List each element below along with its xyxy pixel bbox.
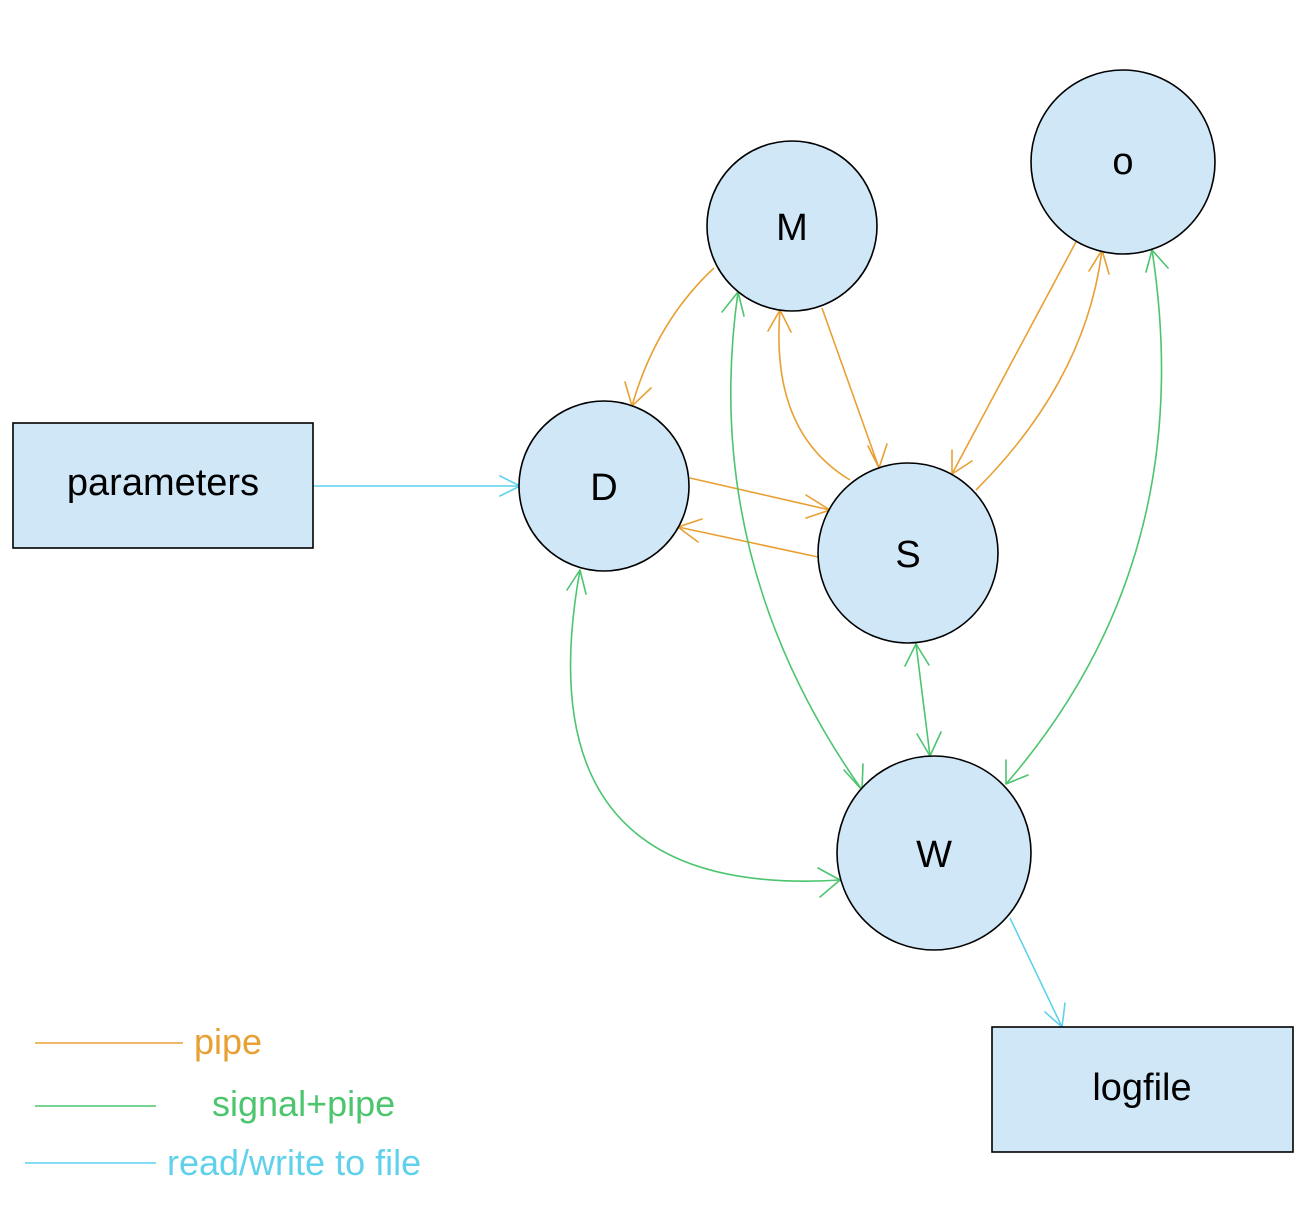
edge-d-to-s bbox=[689, 477, 831, 511]
node-m: M bbox=[706, 140, 878, 312]
node-d-label: D bbox=[590, 467, 617, 509]
edge-w-to-logfile bbox=[1009, 917, 1063, 1028]
legend: pipe signal+pipe read/write to file bbox=[25, 1021, 421, 1183]
edge-m-w bbox=[730, 291, 863, 791]
node-o: o bbox=[1030, 69, 1216, 255]
arrowhead-o-w-bottom bbox=[1005, 759, 1029, 785]
node-w: W bbox=[836, 755, 1032, 951]
arrowhead-m-w-top bbox=[721, 291, 745, 317]
legend-pipe-label: pipe bbox=[194, 1021, 262, 1062]
node-s-label: S bbox=[895, 534, 920, 576]
edge-s-to-o bbox=[975, 249, 1103, 491]
edge-m-to-s bbox=[821, 307, 880, 469]
edge-d-w bbox=[569, 569, 841, 882]
node-s: S bbox=[817, 462, 999, 644]
logfile-box: logfile bbox=[991, 1026, 1294, 1153]
node-d: D bbox=[518, 400, 690, 572]
edge-m-to-d bbox=[631, 267, 715, 407]
node-s-circle bbox=[817, 462, 999, 644]
logfile-label: logfile bbox=[1092, 1067, 1191, 1109]
node-o-circle bbox=[1030, 69, 1216, 255]
node-w-circle bbox=[836, 755, 1032, 951]
legend-read-write-label: read/write to file bbox=[167, 1142, 421, 1183]
parameters-label: parameters bbox=[67, 462, 259, 504]
arrowhead-d-w-bottom bbox=[817, 867, 841, 898]
edge-o-to-s bbox=[951, 239, 1078, 475]
parameters-box: parameters bbox=[12, 422, 314, 549]
edge-o-w bbox=[1005, 249, 1163, 785]
node-m-circle bbox=[706, 140, 878, 312]
node-m-label: M bbox=[776, 207, 808, 249]
legend-signal-pipe-label: signal+pipe bbox=[212, 1083, 395, 1124]
arrowhead-w-to-logfile bbox=[1044, 1002, 1066, 1028]
parameters-box-shape bbox=[12, 422, 314, 549]
node-w-label: W bbox=[916, 834, 952, 876]
arrowhead-s-w-top bbox=[904, 643, 930, 667]
edge-s-w bbox=[915, 643, 931, 757]
edges bbox=[314, 239, 1169, 1028]
node-d-circle bbox=[518, 400, 690, 572]
node-o-label: o bbox=[1112, 141, 1133, 183]
logfile-box-shape bbox=[991, 1026, 1294, 1153]
edge-s-to-m bbox=[778, 309, 851, 481]
arrowhead-d-w-top bbox=[566, 569, 587, 595]
arrowhead-o-w-top bbox=[1145, 249, 1169, 273]
arrowhead-m-to-s bbox=[867, 443, 888, 469]
